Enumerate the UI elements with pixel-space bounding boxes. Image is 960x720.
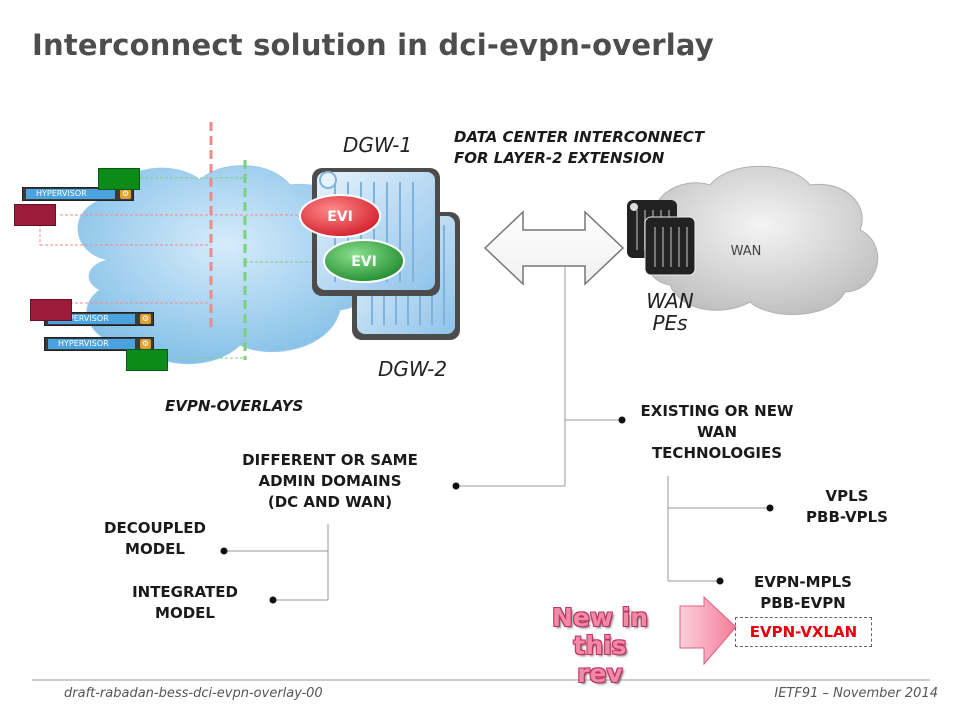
evi-red-ellipse (299, 194, 381, 238)
vm-red-2 (30, 299, 72, 321)
hypervisor-3-label: HYPERVISOR (48, 339, 135, 349)
admin-domains-label: DIFFERENT OR SAME ADMIN DOMAINS (DC AND … (242, 451, 418, 511)
interconnect-double-arrow (483, 210, 625, 286)
vm-green-1 (98, 168, 140, 190)
footer-meeting: IETF91 – November 2014 (774, 686, 938, 701)
integrated-model-label: INTEGRATED MODEL (132, 583, 238, 622)
wan-technologies-label: EXISTING OR NEW WAN TECHNOLOGIES (640, 402, 794, 462)
hypervisor-1: HYPERVISOR ⚙ (22, 187, 134, 201)
gear-icon: ⚙ (140, 314, 151, 324)
wan-cloud-label: WAN (731, 244, 762, 259)
wan-pe-routers (627, 200, 696, 276)
vm-green-2 (126, 349, 168, 371)
hypervisor-3: HYPERVISOR ⚙ (44, 337, 154, 351)
gear-icon: ⚙ (120, 189, 131, 199)
evi-label-2: EVI (351, 254, 377, 270)
wan-pes-label: WAN PEs (646, 289, 694, 335)
slide-title: Interconnect solution in dci-evpn-overla… (32, 28, 714, 62)
evpn-overlays-label: EVPN-OVERLAYS (165, 397, 304, 415)
dgw2-label: DGW-2 (378, 357, 448, 381)
gear-icon: ⚙ (140, 339, 151, 349)
new-in-rev-badge: New in this rev (551, 603, 649, 688)
vpls-label: VPLS PBB-VPLS (806, 487, 888, 526)
evi-green-ellipse (323, 239, 405, 283)
hypervisor-1-label: HYPERVISOR (26, 189, 115, 199)
dgw1-label: DGW-1 (343, 133, 413, 157)
hypervisor-2-label: HYPERVISOR (48, 314, 135, 324)
dci-label: DATA CENTER INTERCONNECT FOR LAYER-2 EXT… (454, 128, 705, 167)
footer-draft-name: draft-rabadan-bess-dci-evpn-overlay-00 (64, 686, 323, 701)
vm-red-1 (14, 204, 56, 226)
evpn-vxlan-label: EVPN-VXLAN (735, 617, 872, 647)
tree-dots (220, 416, 774, 604)
decoupled-model-label: DECOUPLED MODEL (104, 519, 206, 558)
tree-connectors (224, 266, 770, 601)
evpn-mpls-label: EVPN-MPLS PBB-EVPN (754, 573, 852, 612)
wan-cloud (645, 165, 879, 315)
evi-label-1: EVI (327, 209, 353, 225)
new-in-rev-arrow (679, 595, 737, 666)
